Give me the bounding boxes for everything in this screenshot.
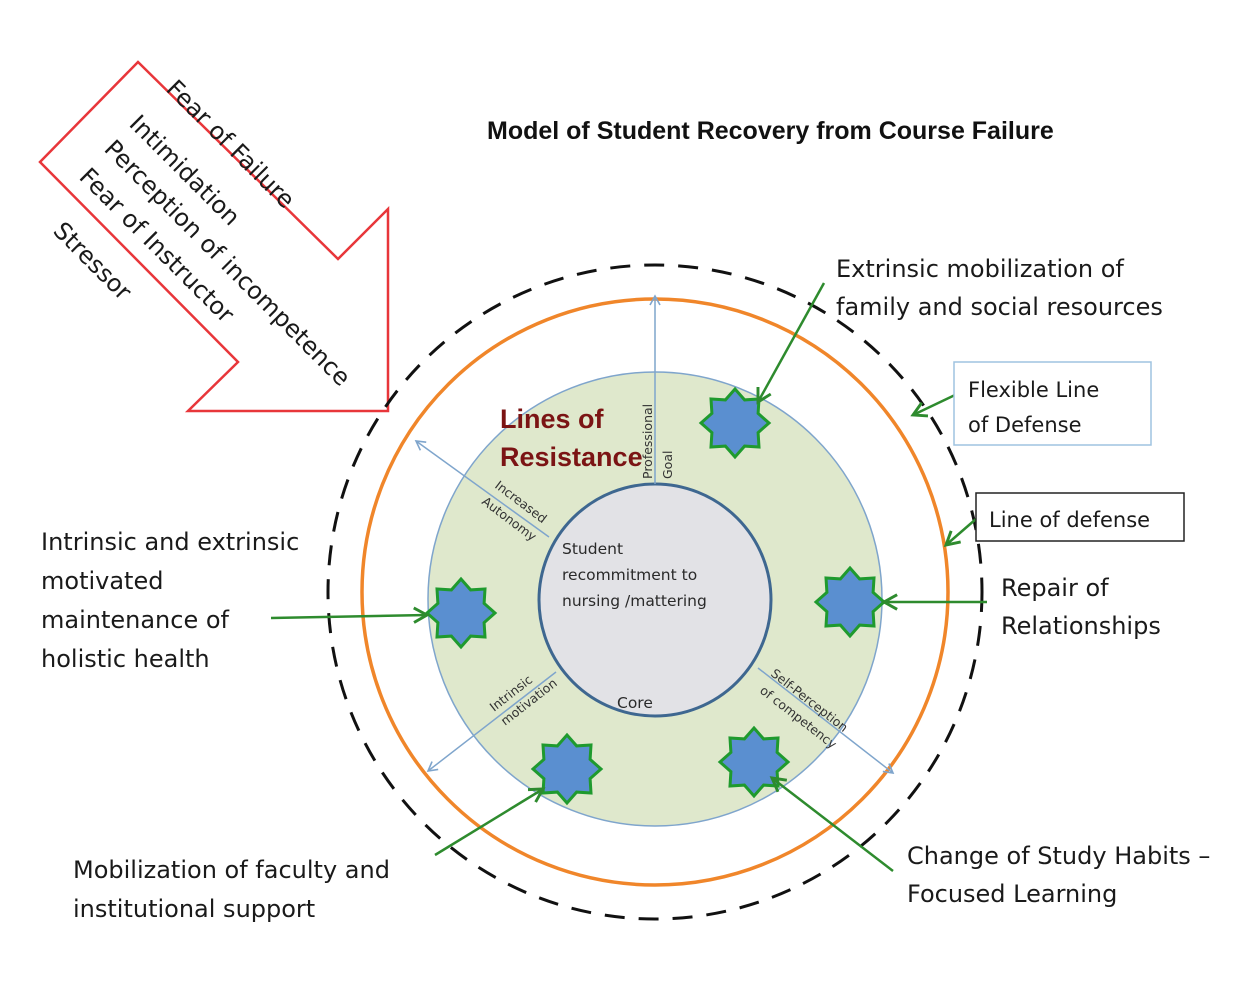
lines-of-resistance-label-line1: Lines of [500,404,605,434]
svg-text:Line of defense: Line of defense [989,508,1150,532]
svg-text:Relationships: Relationships [1001,612,1161,640]
svg-text:motivated: motivated [41,567,163,595]
extrinsic-mobilization-label: Extrinsic mobilization of family and soc… [836,255,1163,321]
svg-text:Change of Study Habits –: Change of Study Habits – [907,842,1210,870]
holistic-health-label: Intrinsic and extrinsic motivated mainte… [41,528,299,673]
svg-text:Repair of: Repair of [1001,574,1109,602]
line-of-defense-pointer [946,518,977,545]
lines-of-resistance-label-line2: Resistance [500,442,643,472]
svg-text:Goal: Goal [660,451,675,479]
repair-relationships-star-icon [813,565,887,639]
self-perception-arrow [757,667,895,775]
study-habits-star-icon [717,725,791,799]
faculty-support-arrow [434,789,543,857]
svg-text:Flexible Line: Flexible Line [968,378,1099,402]
faculty-support-star-icon [530,732,604,806]
svg-text:Extrinsic mobilization of: Extrinsic mobilization of [836,255,1124,283]
stressor-item-fear-of-failure: Fear of Failure [161,74,300,213]
core-text-line1: Student [562,540,623,558]
extrinsic-mobilization-star-icon [698,386,772,460]
repair-relationships-label: Repair of Relationships [1001,574,1161,640]
diagram-title: Model of Student Recovery from Course Fa… [487,117,1054,145]
stressor-arrow [38,60,390,413]
core-text-line3: nursing /mattering [562,592,707,610]
extrinsic-mobilization-arrow [758,282,826,402]
faculty-support-label: Mobilization of faculty and institutiona… [73,856,390,923]
svg-text:maintenance of: maintenance of [41,606,230,634]
svg-text:family and social resources: family and social resources [836,293,1163,321]
svg-text:Focused Learning: Focused Learning [907,880,1117,908]
svg-text:institutional support: institutional support [73,895,315,923]
core-label: Core [617,694,653,712]
line-of-defense-box: Line of defense [975,492,1185,542]
stressor-item-perception-of-incompetence: Perception of incompetence [99,134,356,391]
svg-text:of Defense: of Defense [968,413,1082,437]
svg-text:Mobilization of faculty and: Mobilization of faculty and [73,856,390,884]
professional-goal-label: Professional Goal [640,404,675,479]
flexible-line-of-defense-box: Flexible Line of Defense [953,361,1152,446]
study-habits-arrow [772,778,894,872]
stressor-labels: Fear of Failure Intimidation Perception … [48,74,356,391]
flexible-line-of-defense-ring [326,263,984,921]
svg-text:Intrinsic and extrinsic: Intrinsic and extrinsic [41,528,299,556]
intrinsic-motivation-arrow [426,671,557,773]
flexible-defense-pointer [913,393,956,415]
increased-autonomy-arrow [414,440,550,538]
holistic-health-arrow [270,615,427,618]
core-text-line2: recommitment to [562,566,697,584]
svg-text:Professional: Professional [640,404,655,479]
holistic-health-star-icon [424,576,498,650]
svg-text:holistic health: holistic health [41,645,210,673]
study-habits-label: Change of Study Habits – Focused Learnin… [907,842,1210,908]
